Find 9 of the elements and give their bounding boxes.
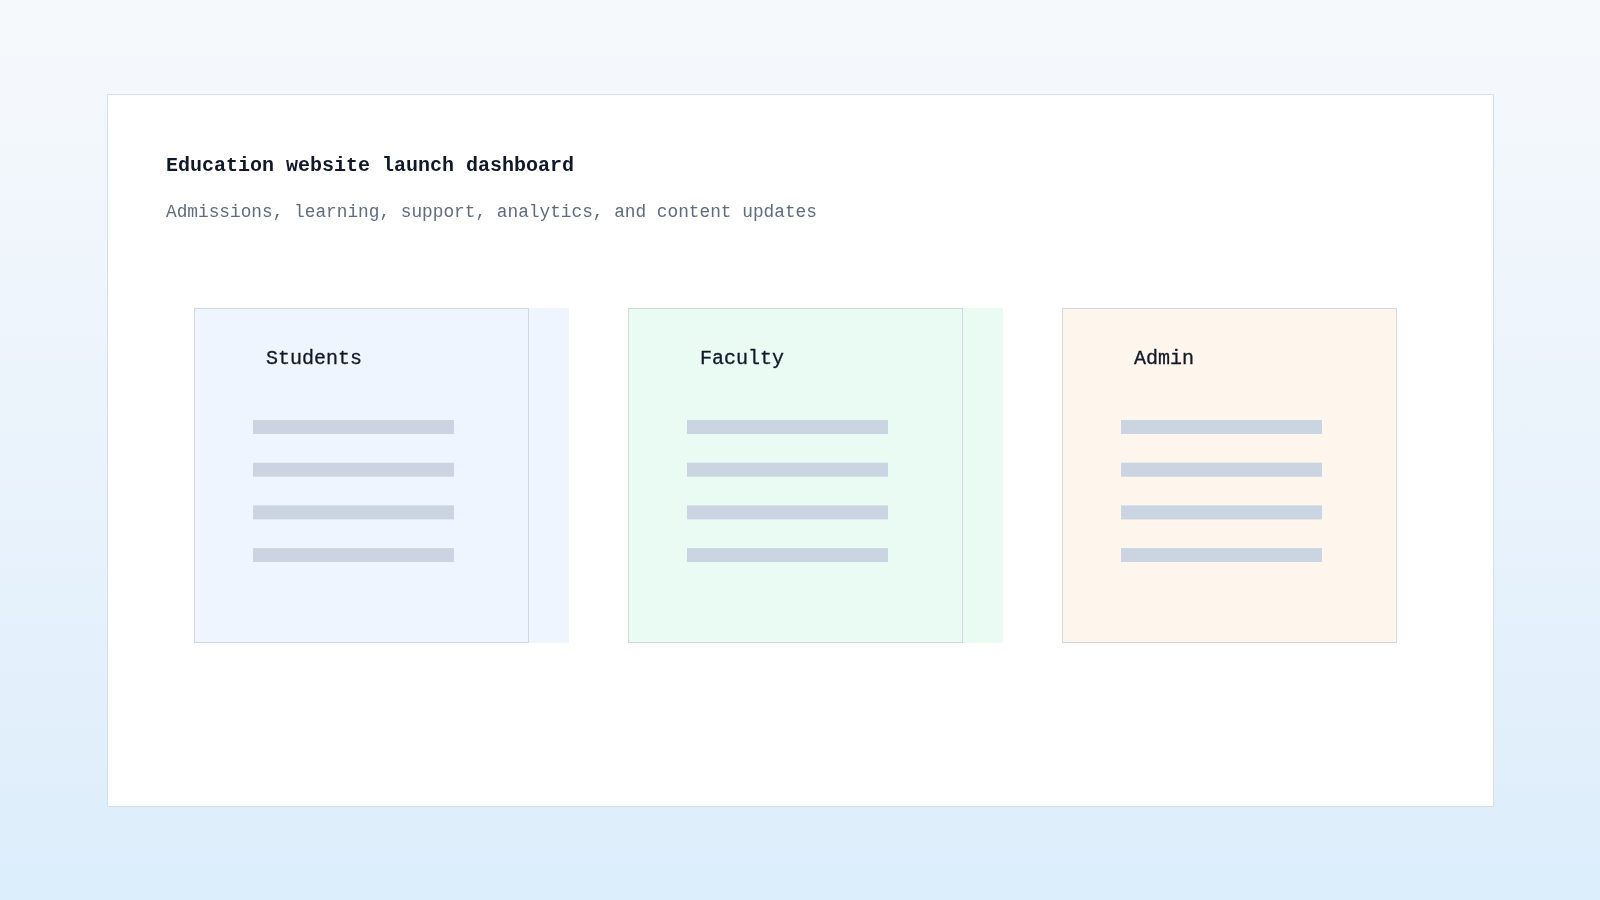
- card-title: Students: [266, 347, 362, 371]
- panel-title: Education website launch dashboard: [166, 154, 575, 178]
- category-card: [194, 308, 529, 643]
- panel-subtitle: Admissions, learning, support, analytics, and content updates: [166, 202, 817, 224]
- card-title: Faculty: [700, 347, 784, 371]
- category-card: [628, 308, 963, 643]
- dashboard-panel: [107, 94, 1494, 807]
- category-card: [1062, 308, 1397, 643]
- card-title: Admin: [1134, 347, 1194, 371]
